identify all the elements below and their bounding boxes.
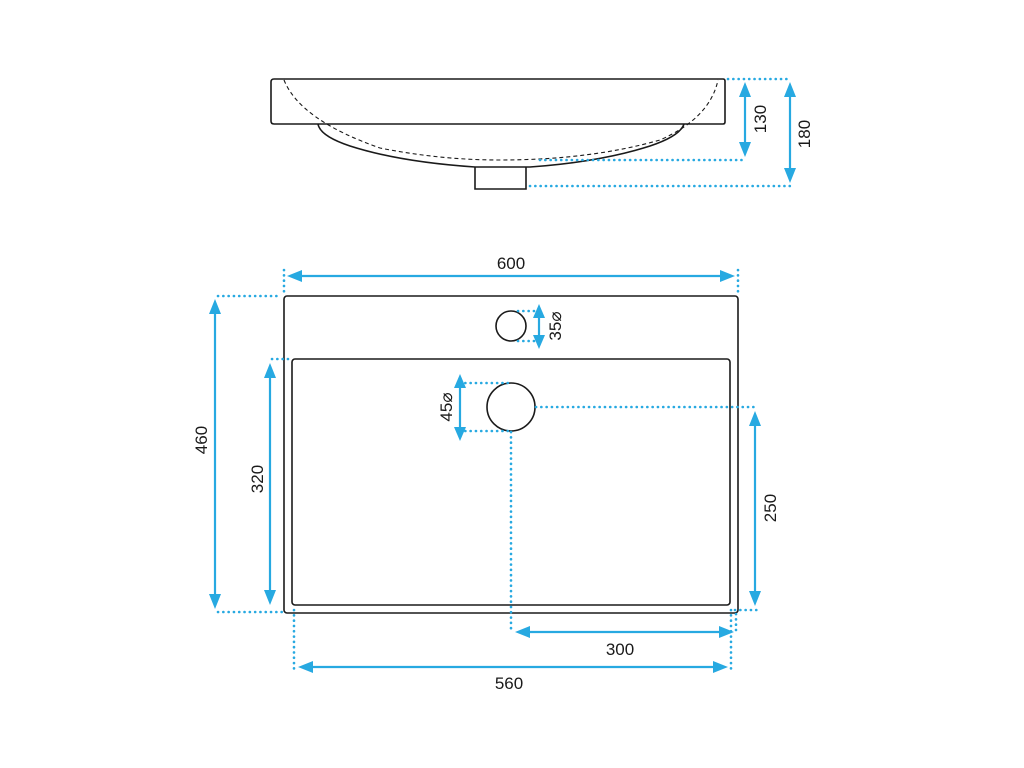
- side-view-bowl: [317, 123, 685, 168]
- dimension-460: 460: [192, 299, 221, 609]
- dimension-label-180: 180: [795, 120, 814, 148]
- top-view: 600 460 320 560 300: [192, 254, 780, 693]
- dimension-560: 560: [298, 661, 728, 693]
- dimension-label-45: 45⌀: [437, 392, 456, 421]
- dimension-tap-hole-35: 35⌀: [533, 304, 565, 349]
- side-view: 130 180: [270, 77, 814, 190]
- drain-hole: [486, 382, 536, 432]
- dimension-600: 600: [287, 254, 735, 282]
- dimension-180: 180: [784, 82, 814, 183]
- dimension-320: 320: [248, 363, 276, 605]
- dimension-label-130: 130: [751, 105, 770, 133]
- tap-hole: [495, 310, 527, 342]
- side-view-drain-stub: [474, 167, 527, 190]
- basin-bowl-outline: [291, 358, 731, 606]
- dimension-label-250: 250: [761, 494, 780, 522]
- dimension-250: 250: [749, 411, 780, 606]
- side-view-inner-hidden-line: [283, 79, 719, 161]
- dimension-drain-hole-45: 45⌀: [437, 374, 466, 441]
- dimension-label-560: 560: [495, 674, 523, 693]
- dimension-label-300: 300: [606, 640, 634, 659]
- dimension-label-320: 320: [248, 465, 267, 493]
- dimension-130: 130: [739, 82, 770, 157]
- side-view-rim: [270, 78, 726, 125]
- dimension-label-600: 600: [497, 254, 525, 273]
- dimension-label-35: 35⌀: [546, 311, 565, 340]
- dimension-label-460: 460: [192, 426, 211, 454]
- dimension-300: 300: [515, 626, 734, 659]
